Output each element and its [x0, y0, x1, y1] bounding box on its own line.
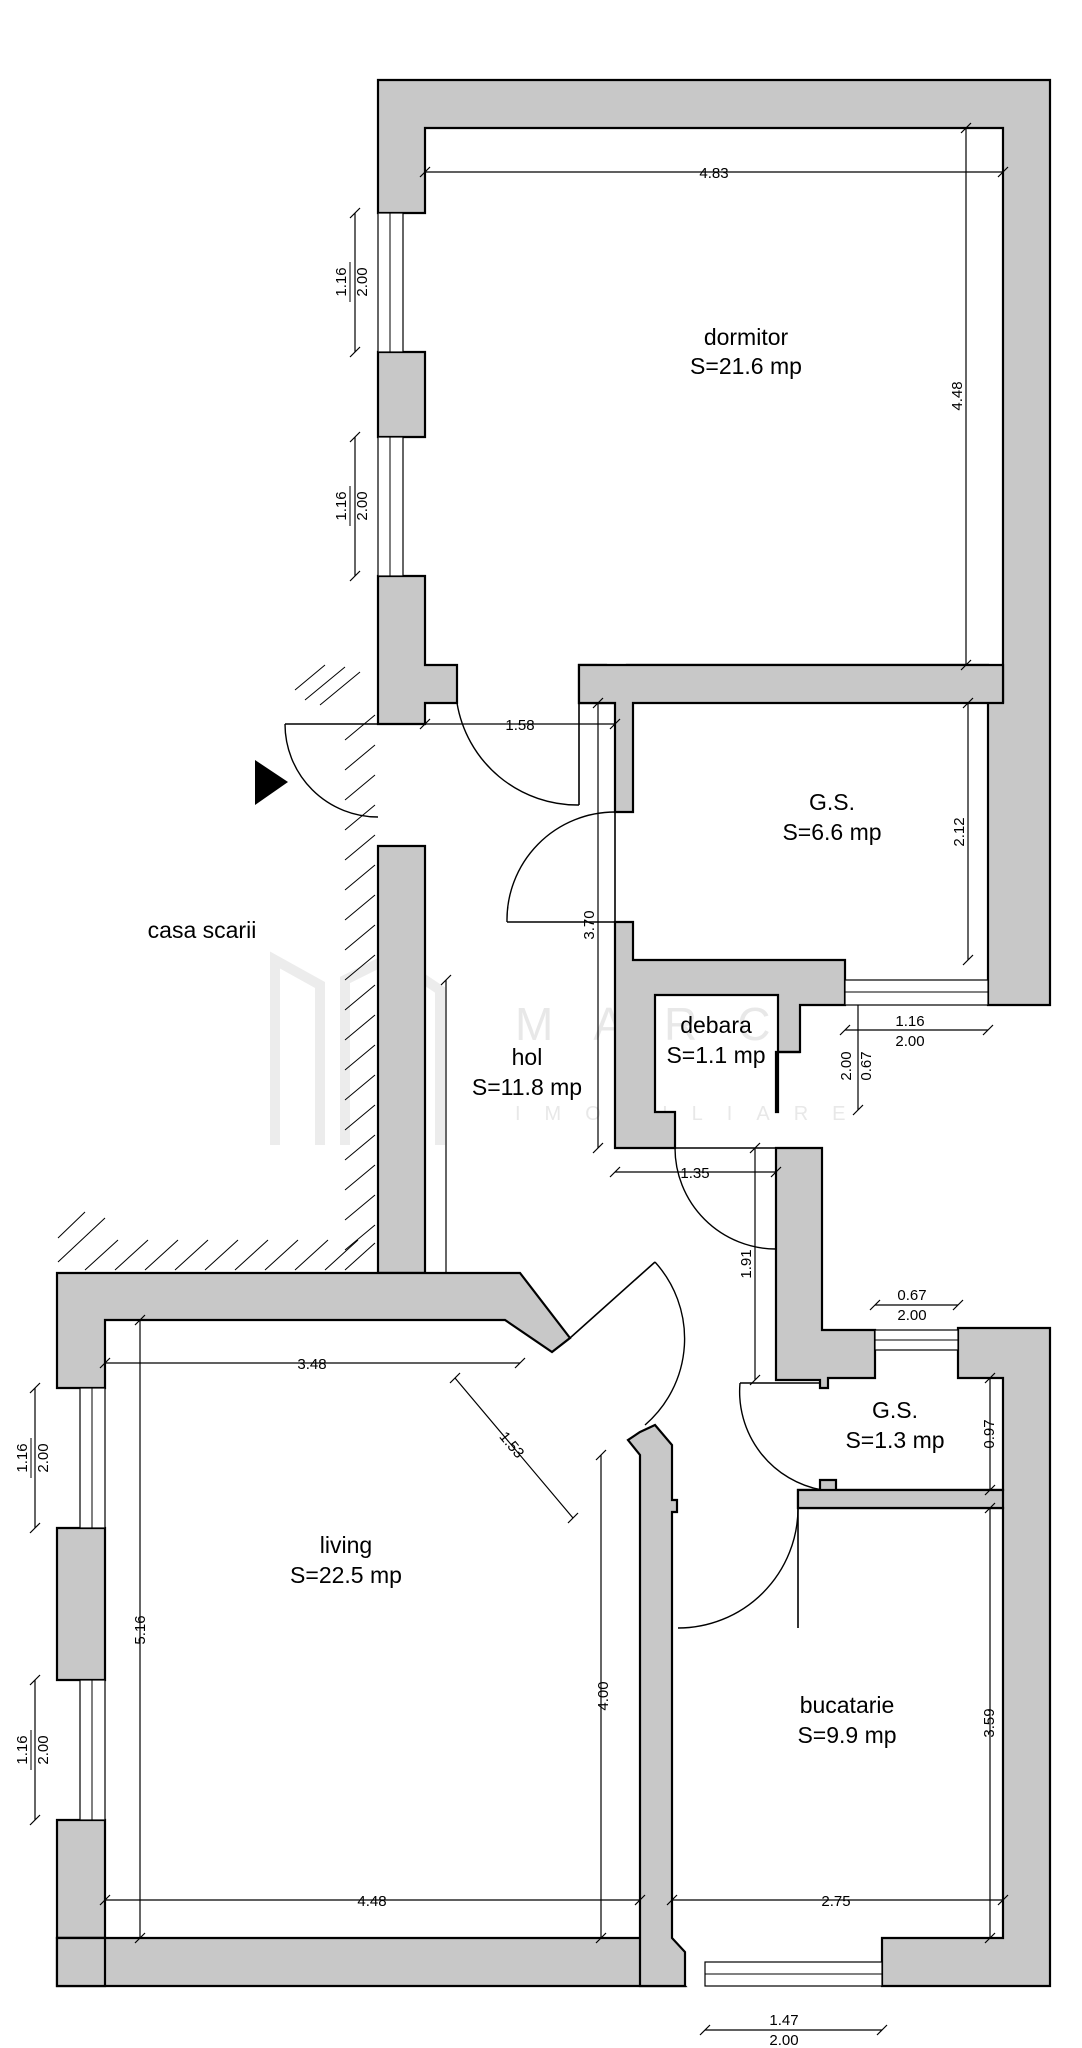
hall-left-wall	[376, 844, 427, 1275]
bedroom-outer-wall	[376, 78, 1052, 1007]
room-name-debara: debara	[680, 1012, 752, 1038]
door-debara	[674, 1147, 777, 1250]
dim-dormitor-width: 4.83	[699, 165, 728, 182]
bedroom-gs-partition	[577, 663, 1005, 814]
dim-win-deb-h: 2.00	[838, 1051, 855, 1080]
entrance-arrow-icon	[255, 760, 288, 805]
room-area-hol: S=11.8 mp	[472, 1074, 582, 1100]
room-name-bucatarie: bucatarie	[800, 1692, 895, 1718]
dim-living-inner: 4.00	[595, 1681, 612, 1710]
dim-win-dorm2-h: 2.00	[354, 491, 371, 520]
room-area-bucatarie: S=9.9 mp	[797, 1722, 896, 1748]
dim-kitchen-width: 2.75	[821, 1893, 850, 1910]
dim-win-liv1-w: 1.16	[14, 1443, 31, 1472]
dim-win-sgs-h: 2.00	[897, 1307, 926, 1324]
dim-win-liv2-h: 2.00	[35, 1735, 52, 1764]
door-gs	[506, 811, 616, 923]
room-name-dormitor: dormitor	[704, 324, 789, 350]
door-bedroom	[456, 702, 580, 806]
room-area-gs: S=6.6 mp	[782, 819, 881, 845]
door-living	[569, 1261, 686, 1426]
door-entrance	[284, 723, 379, 818]
dim-living-top: 3.48	[297, 1356, 326, 1373]
door-small-gs	[738, 1382, 823, 1491]
room-area-small-gs: S=1.3 mp	[845, 1427, 944, 1453]
living-bottom-wall	[55, 1936, 688, 1988]
dim-win-dorm1-w: 1.16	[333, 267, 350, 296]
living-left-wall-bottom	[55, 1818, 107, 1940]
room-labels: casa scarii dormitor S=21.6 mp G.S. S=6.…	[148, 324, 945, 1748]
living-top-wall	[55, 1271, 572, 1390]
dim-win-dorm1-h: 2.00	[354, 267, 371, 296]
small-gs-bottom-wall	[796, 1488, 1005, 1510]
dim-win-liv1-h: 2.00	[35, 1443, 52, 1472]
windows	[79, 212, 989, 1987]
dim-win-gs-h: 2.00	[895, 1033, 924, 1050]
bedroom-left-wall-upper	[376, 350, 427, 439]
debara-right-wall	[774, 1050, 800, 1114]
living-bottom-fill	[55, 1936, 107, 1988]
dim-dormitor-depth: 4.48	[949, 381, 966, 410]
dim-win-kit-w: 1.47	[769, 2012, 798, 2029]
dim-win-kit-h: 2.00	[769, 2032, 798, 2048]
dim-hol-door: 1.58	[505, 717, 534, 734]
dimension-labels: 4.83 4.48 1.58 2.12 3.70 1.35 1.91 3.48 …	[14, 165, 998, 2048]
outside-label: casa scarii	[148, 917, 257, 943]
stairwell-hatching	[57, 664, 376, 1271]
doors	[284, 702, 823, 1629]
dim-gs-depth: 2.12	[951, 817, 968, 846]
living-left-wall-mid	[55, 1526, 107, 1682]
room-name-living: living	[320, 1532, 372, 1558]
room-name-gs: G.S.	[809, 789, 855, 815]
living-kitchen-divider	[626, 1423, 687, 1988]
dim-debara-width: 1.35	[680, 1165, 709, 1182]
dim-kitchen-depth: 3.59	[981, 1708, 998, 1737]
dim-win-liv2-w: 1.16	[14, 1735, 31, 1764]
room-area-dormitor: S=21.6 mp	[690, 353, 802, 379]
room-area-living: S=22.5 mp	[290, 1562, 402, 1588]
dim-win-deb-w: 0.67	[858, 1051, 875, 1080]
corridor-right-wall	[774, 1146, 877, 1390]
dim-small-gs-depth: 0.97	[981, 1419, 998, 1448]
room-area-debara: S=1.1 mp	[666, 1042, 765, 1068]
room-name-small-gs: G.S.	[872, 1397, 918, 1423]
dim-win-dorm2-w: 1.16	[333, 491, 350, 520]
dim-living-diag: 1.53	[496, 1428, 528, 1461]
watermark-subtitle: IMOBILIARE	[515, 1103, 869, 1125]
door-kitchen	[677, 1507, 799, 1629]
room-name-hol: hol	[512, 1044, 543, 1070]
dim-win-gs-w: 1.16	[895, 1013, 924, 1030]
dim-win-sgs-w: 0.67	[897, 1287, 926, 1304]
dim-corridor: 1.91	[738, 1249, 755, 1278]
bedroom-left-wall-lower	[376, 574, 459, 726]
dim-living-bottom: 4.48	[357, 1893, 386, 1910]
dim-hol-length: 3.70	[581, 910, 598, 939]
watermark-name: MARC	[515, 998, 810, 1050]
dim-living-depth: 5.16	[132, 1615, 149, 1644]
dimension-lines	[29, 122, 1009, 2036]
